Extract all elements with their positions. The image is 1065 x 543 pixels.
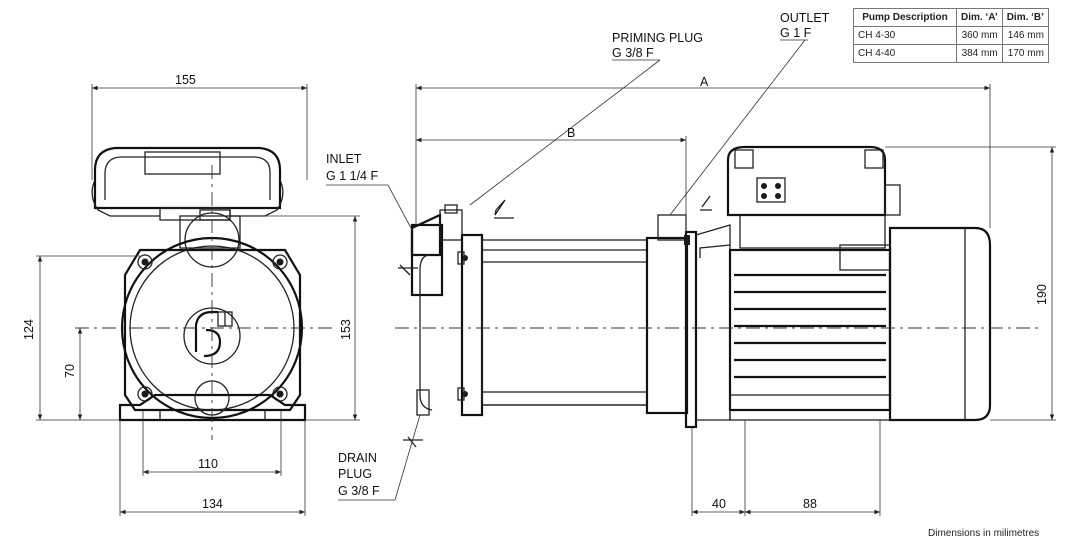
table-row: CH 4-40 384 mm 170 mm — [853, 44, 1049, 63]
dim-110: 110 — [198, 457, 218, 471]
outlet-thread: G 1 F — [780, 26, 812, 40]
inlet-label: INLET — [326, 152, 362, 166]
drain-label: DRAIN — [338, 451, 377, 465]
table-cell: 170 mm — [1001, 44, 1049, 63]
table-cell: 360 mm — [956, 26, 1003, 45]
priming-plug-label: PRIMING PLUG — [612, 31, 703, 45]
annotations: 155 124 70 153 110 134 A B 190 40 88 PRI… — [22, 11, 1049, 511]
drain-plug-label: PLUG — [338, 467, 372, 481]
dim-153: 153 — [339, 319, 353, 340]
dim-190: 190 — [1035, 284, 1049, 305]
priming-plug-thread: G 3/8 F — [612, 46, 654, 60]
table-cell: CH 4-40 — [853, 44, 957, 63]
dim-134: 134 — [202, 497, 223, 511]
outlet-label: OUTLET — [780, 11, 830, 25]
units-footnote: Dimensions in milimetres — [928, 528, 1040, 539]
table-row: CH 4-30 360 mm 146 mm — [853, 26, 1049, 45]
dim-a: A — [700, 75, 709, 89]
table-cell: 384 mm — [956, 44, 1003, 63]
table-header: Pump Description — [853, 8, 957, 27]
table-header: Dim. ‘A’ — [956, 8, 1003, 27]
dim-88: 88 — [803, 497, 817, 511]
drain-thread: G 3/8 F — [338, 484, 380, 498]
dim-70: 70 — [63, 364, 77, 378]
table-header-row: Pump Description Dim. ‘A’ Dim. ‘B’ — [853, 8, 1049, 27]
table-cell: 146 mm — [1001, 26, 1049, 45]
dim-155: 155 — [175, 73, 196, 87]
pump-dimensions-table: Pump Description Dim. ‘A’ Dim. ‘B’ CH 4-… — [853, 8, 1049, 63]
front-view — [36, 84, 360, 516]
table-header: Dim. ‘B’ — [1001, 8, 1049, 27]
dim-124: 124 — [22, 319, 36, 340]
table-cell: CH 4-30 — [853, 26, 957, 45]
dim-40: 40 — [712, 497, 726, 511]
side-view — [326, 39, 1056, 516]
dim-b: B — [567, 126, 575, 140]
motor-fins — [734, 273, 886, 379]
inlet-thread: G 1 1/4 F — [326, 169, 378, 183]
